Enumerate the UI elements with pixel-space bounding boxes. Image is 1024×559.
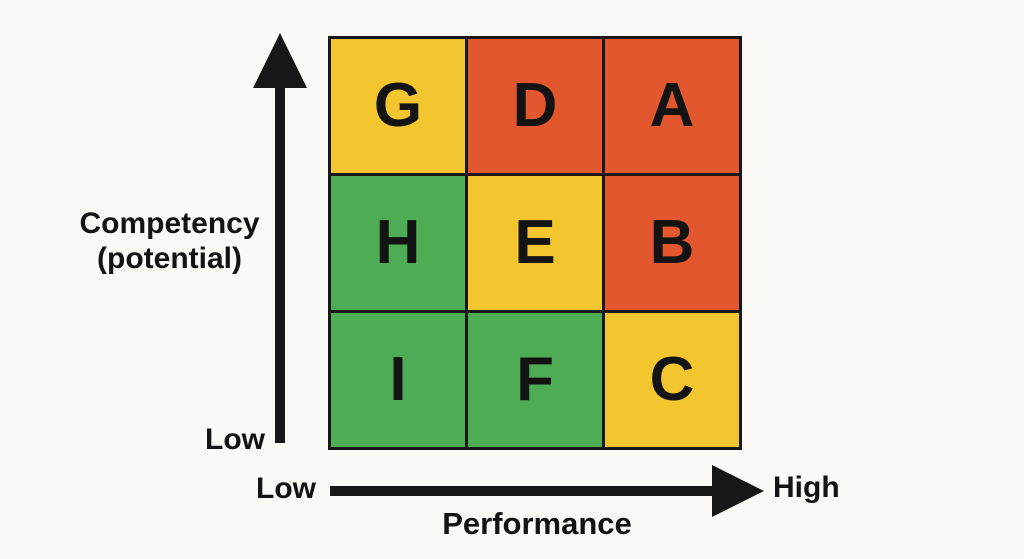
x-axis-arrowhead [712,465,764,517]
matrix-cell-I: I [331,313,465,447]
cell-letter: A [649,71,695,140]
x-axis-arrow-right-icon [330,465,764,517]
cell-letter: B [649,208,695,277]
x-axis-high-label: High [773,471,840,504]
y-axis-title-line1: Competency [79,207,260,240]
y-axis-title-line2: (potential) [97,242,242,275]
x-axis-low-label: Low [256,472,316,505]
y-axis-arrow-up-icon [253,33,307,443]
y-axis-arrowhead [253,33,307,88]
cell-letter: D [512,71,558,140]
cell-letter: G [373,71,423,140]
cell-letter: F [516,345,554,414]
matrix-cell-A: A [605,39,739,173]
matrix-cell-G: G [331,39,465,173]
y-axis-arrow-shaft [275,82,285,443]
cell-letter: I [389,345,407,414]
matrix-grid: G D A H E B I F C [328,36,742,450]
matrix-cell-H: H [331,176,465,310]
cell-letter: C [649,345,695,414]
x-axis-arrow-shaft [330,486,718,496]
cell-letter: E [514,208,556,277]
matrix-cell-B: B [605,176,739,310]
matrix-cell-C: C [605,313,739,447]
x-axis-title: Performance [442,506,632,541]
matrix-cell-D: D [468,39,602,173]
cell-letter: H [375,208,421,277]
matrix-cell-E: E [468,176,602,310]
y-axis-low-label: Low [205,423,265,456]
matrix-cell-F: F [468,313,602,447]
y-axis-title: Competency (potential) [52,206,287,276]
